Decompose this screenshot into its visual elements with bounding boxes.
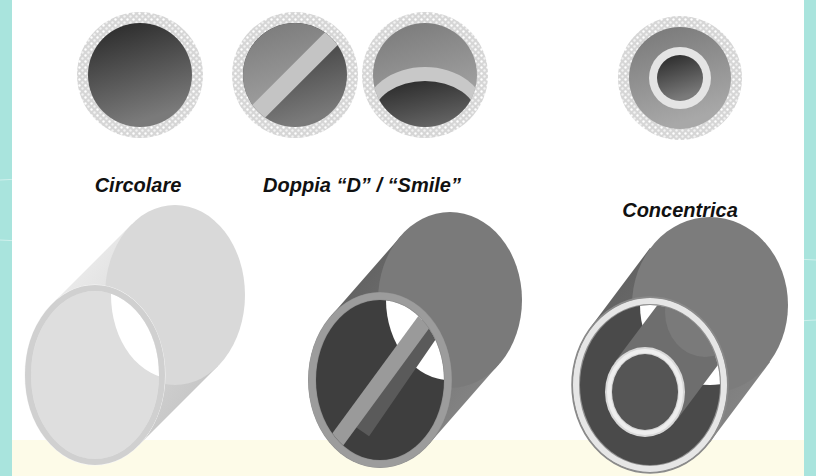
- section-label: Concentrica: [622, 198, 738, 222]
- section-label: Doppia “D” / “Smile”: [263, 173, 461, 197]
- section-label: Circolare: [95, 173, 182, 197]
